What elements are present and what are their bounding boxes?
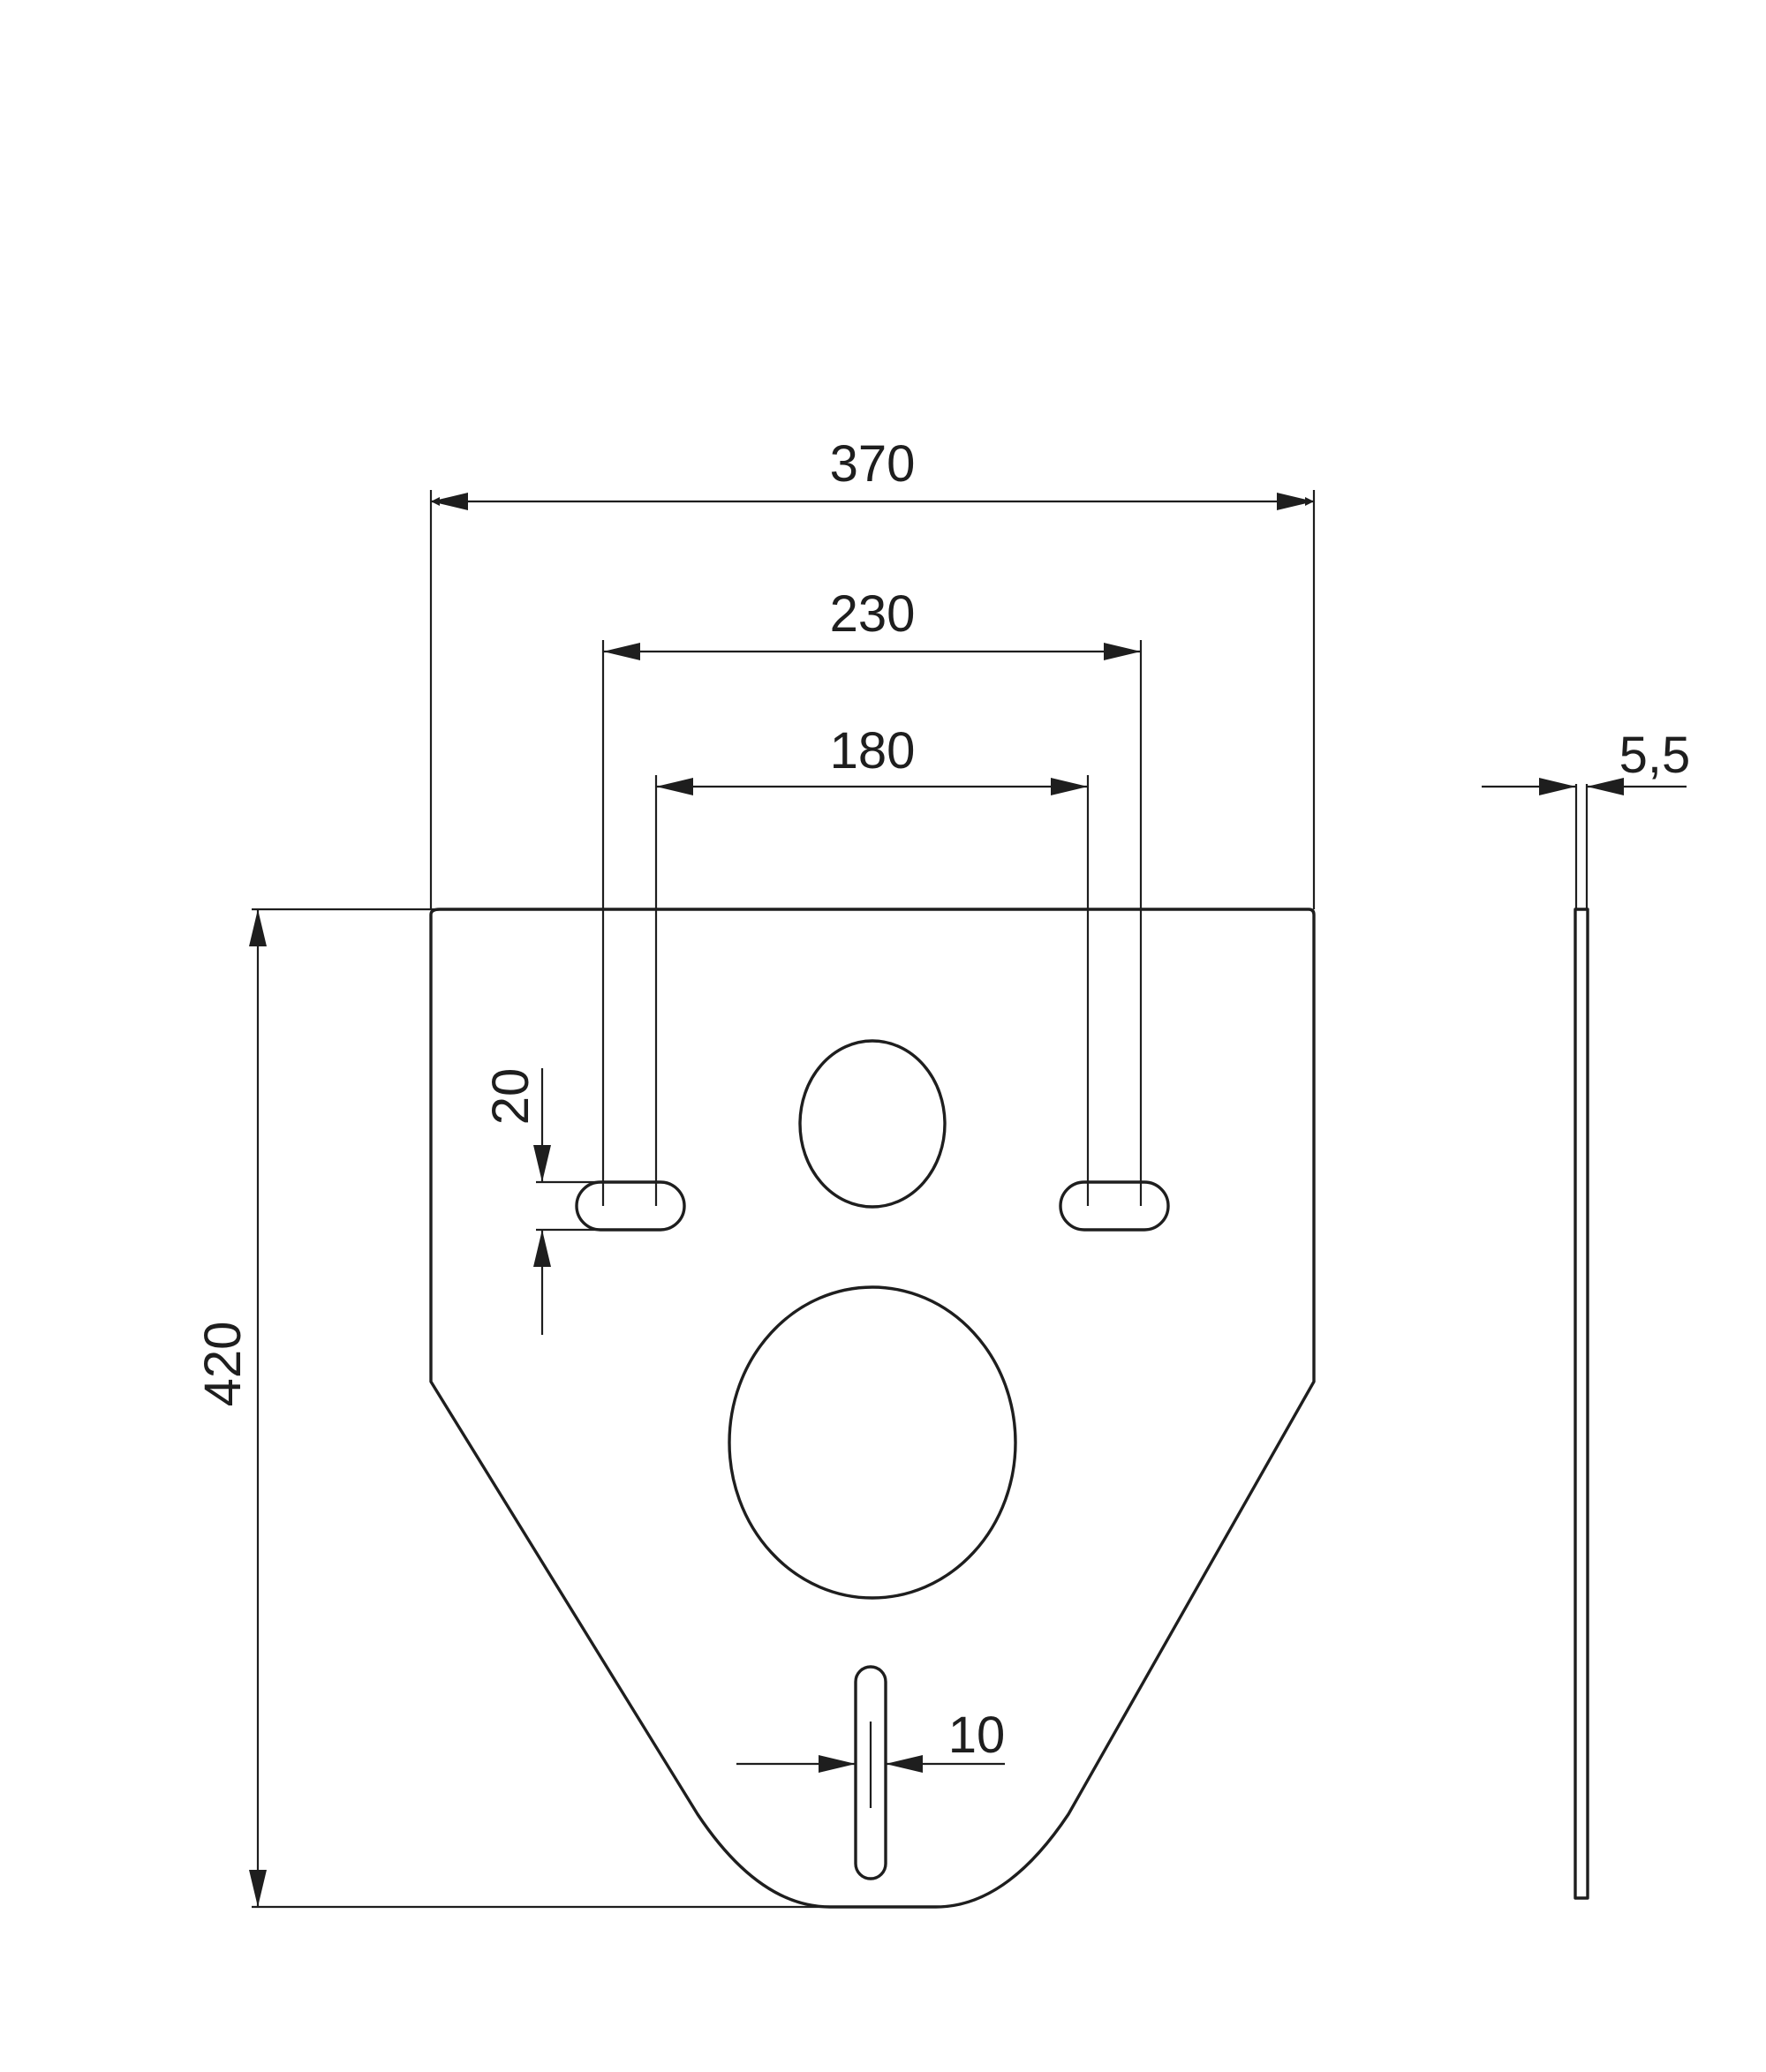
dimension-label-thickness: 5,5 — [1619, 727, 1691, 784]
dimension-outer-fixing-spacing: 230 — [601, 585, 1143, 1206]
dimension-label-10: 10 — [948, 1707, 1006, 1764]
upper-oval-hole — [798, 1039, 947, 1209]
right-fixing-slot — [1059, 1180, 1170, 1232]
dimension-overall-width: 370 — [429, 435, 1316, 909]
left-fixing-slot — [575, 1180, 686, 1232]
large-oval-hole — [728, 1285, 1017, 1600]
dimension-label-180: 180 — [830, 722, 916, 780]
bottom-vertical-slot — [854, 1665, 887, 1880]
dimension-label-370: 370 — [830, 435, 916, 493]
dimension-inner-fixing-spacing: 180 — [654, 722, 1090, 1206]
dimension-label-230: 230 — [830, 585, 916, 643]
dimension-label-20: 20 — [482, 1068, 540, 1126]
plate-outline — [429, 908, 1316, 1909]
dimension-overall-height: 420 — [194, 908, 830, 1909]
dimension-slot-height: 20 — [482, 1068, 609, 1335]
side-view-plate — [1574, 908, 1589, 1900]
dimension-label-420: 420 — [194, 1322, 252, 1407]
side-view: 5,5 — [1482, 727, 1691, 1900]
dimension-bottom-slot-width: 10 — [736, 1707, 1005, 1808]
